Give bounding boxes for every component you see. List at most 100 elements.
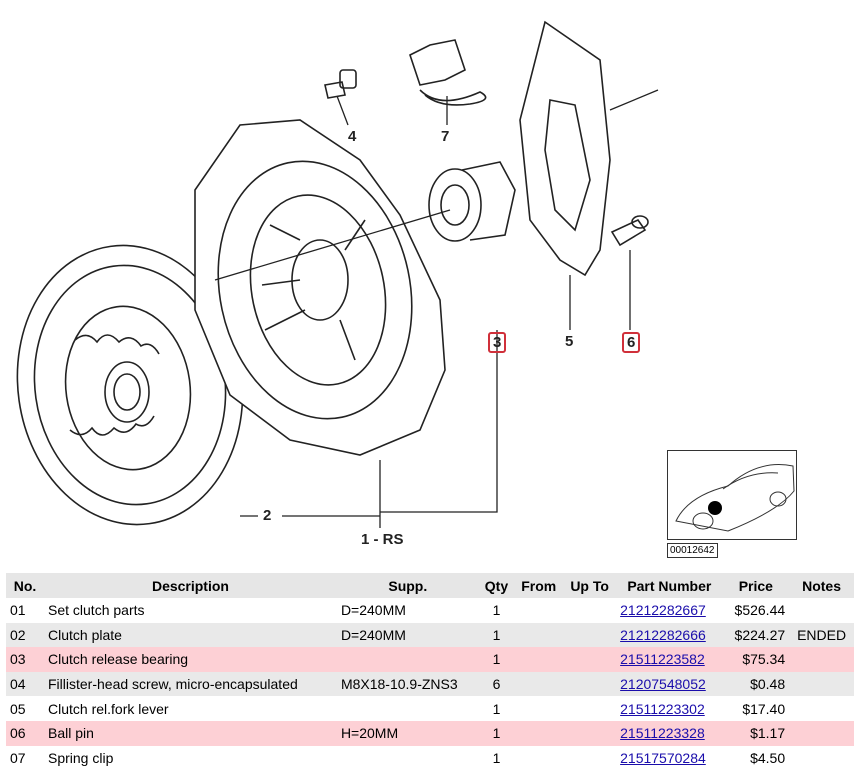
parts-table: No. Description Supp. Qty From Up To Par… — [6, 573, 854, 770]
part-number-link[interactable]: 21511223302 — [620, 700, 705, 717]
row-upto — [563, 622, 617, 648]
part-number-link[interactable]: 21511223328 — [620, 725, 705, 742]
row-upto — [563, 671, 617, 697]
table-row: 07 Spring clip 1 21517570284 $4.50 — [6, 746, 854, 771]
row-part-cell: 21517570284 — [616, 746, 722, 771]
header-from: From — [514, 573, 564, 598]
callout-1-rs[interactable]: 1 - RS — [361, 531, 404, 548]
header-upto: Up To — [563, 573, 617, 598]
row-description: Spring clip — [48, 749, 114, 766]
callout-5[interactable]: 5 — [565, 333, 574, 350]
row-supp: D=240MM — [340, 602, 406, 619]
car-silhouette-icon — [675, 464, 795, 532]
row-qty: 1 — [492, 700, 501, 717]
spring-clip-drawing — [409, 39, 487, 106]
row-from — [514, 622, 564, 648]
row-notes — [789, 696, 854, 721]
part-number-link[interactable]: 21212282666 — [620, 626, 706, 643]
header-part-number: Part Number — [616, 573, 723, 598]
row-price: $526.44 — [734, 602, 786, 619]
parts-diagram: 4 7 3 5 6 2 1 - RS 00012642 — [16, 20, 797, 562]
row-from — [514, 671, 564, 697]
part-number-link[interactable]: 21212282667 — [620, 602, 706, 619]
row-notes — [789, 647, 854, 672]
row-no: 01 — [10, 602, 26, 619]
screw-drawing — [324, 69, 357, 99]
row-supp — [337, 746, 479, 771]
row-part-cell: 21511223302 — [616, 696, 722, 721]
row-description: Clutch rel.fork lever — [48, 700, 169, 717]
row-price: $1.17 — [722, 720, 790, 746]
row-no: 07 — [10, 749, 26, 766]
row-description: Ball pin — [44, 720, 337, 746]
row-upto — [563, 598, 616, 623]
row-notes — [789, 746, 854, 771]
row-part-cell: 21207548052 — [616, 671, 723, 697]
row-qty: 1 — [492, 749, 501, 766]
part-number-link[interactable]: 21511223582 — [620, 651, 705, 668]
header-supp: Supp. — [336, 573, 479, 598]
release-bearing-drawing — [428, 161, 516, 242]
callout-4[interactable]: 4 — [348, 128, 357, 145]
fork-lever-drawing — [519, 20, 611, 277]
row-qty: 1 — [478, 720, 515, 746]
row-from — [514, 598, 563, 623]
row-qty: 1 — [478, 647, 515, 672]
row-supp — [336, 647, 479, 672]
row-no: 03 — [6, 647, 44, 672]
header-notes: Notes — [789, 573, 854, 598]
row-no: 02 — [6, 622, 44, 648]
part-number-link[interactable]: 21207548052 — [620, 676, 706, 693]
row-part-cell: 21212282667 — [616, 598, 722, 623]
row-part-cell: 21511223582 — [616, 647, 723, 672]
inset-frame — [667, 450, 797, 540]
table-row: 04 Fillister-head screw, micro-encapsula… — [6, 671, 854, 697]
header-description: Description — [44, 573, 337, 598]
row-qty: 6 — [478, 671, 515, 697]
inset-code: 00012642 — [667, 543, 718, 558]
row-description: Clutch plate — [44, 622, 337, 648]
row-upto — [563, 746, 616, 771]
table-header-row: No. Description Supp. Qty From Up To Par… — [6, 573, 854, 598]
row-from — [514, 647, 564, 672]
row-supp: D=240MM — [336, 622, 479, 648]
row-notes — [789, 671, 854, 697]
row-description: Fillister-head screw, micro-encapsulated — [44, 671, 337, 697]
row-from — [514, 746, 563, 771]
row-price: $17.40 — [742, 700, 786, 717]
table-row: 05 Clutch rel.fork lever 1 21511223302 $… — [6, 696, 854, 721]
row-price: $224.27 — [722, 622, 790, 648]
row-no: 06 — [6, 720, 44, 746]
part-number-link[interactable]: 21517570284 — [620, 749, 706, 766]
row-price: $75.34 — [722, 647, 790, 672]
row-upto — [563, 647, 617, 672]
row-description: Clutch release bearing — [44, 647, 337, 672]
row-price: $0.48 — [722, 671, 790, 697]
callout-6[interactable]: 6 — [622, 332, 641, 353]
ball-pin-drawing — [610, 215, 649, 247]
row-upto — [563, 720, 617, 746]
table-row: 01 Set clutch parts D=240MM 1 2121228266… — [6, 598, 854, 623]
row-part-cell: 21212282666 — [616, 622, 723, 648]
row-upto — [563, 696, 616, 721]
callout-2[interactable]: 2 — [263, 507, 272, 524]
pressure-plate-drawing — [194, 119, 446, 456]
table-row: 06 Ball pin H=20MM 1 21511223328 $1.17 — [6, 720, 854, 746]
row-description: Set clutch parts — [48, 602, 145, 619]
row-supp: M8X18-10.9-ZNS3 — [336, 671, 479, 697]
row-qty: 1 — [492, 602, 501, 619]
header-no: No. — [6, 573, 44, 598]
row-notes — [789, 720, 854, 746]
table-row: 02 Clutch plate D=240MM 1 21212282666 $2… — [6, 622, 854, 648]
callout-3[interactable]: 3 — [488, 332, 507, 353]
callout-7[interactable]: 7 — [441, 128, 450, 145]
vehicle-location-inset: 00012642 — [667, 450, 797, 562]
table-row: 03 Clutch release bearing 1 21511223582 … — [6, 647, 854, 672]
header-price: Price — [722, 573, 790, 598]
row-from — [514, 696, 563, 721]
row-from — [514, 720, 564, 746]
row-supp — [337, 696, 479, 721]
header-qty: Qty — [478, 573, 515, 598]
row-part-cell: 21511223328 — [616, 720, 723, 746]
row-price: $4.50 — [750, 749, 786, 766]
